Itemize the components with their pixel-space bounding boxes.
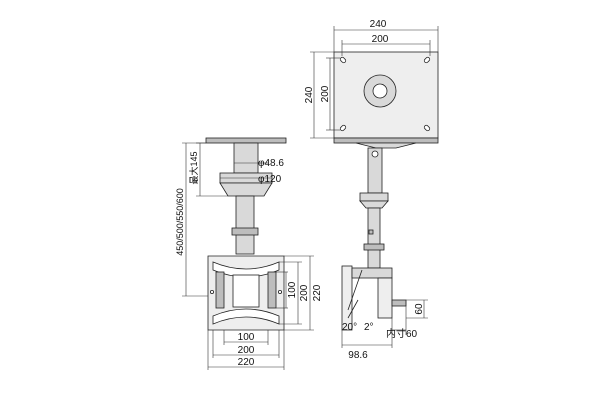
dim-bracket-height-small: 100 bbox=[287, 281, 298, 298]
dim-tilt-up: 20° bbox=[342, 322, 357, 333]
dim-collar-diameter: φ120 bbox=[258, 174, 282, 185]
dim-tilt-down: 2° bbox=[364, 322, 374, 333]
side-view-mount bbox=[333, 137, 439, 331]
dim-bracket-width-outer: 220 bbox=[238, 357, 255, 368]
dim-pole-diameter: φ48.6 bbox=[258, 158, 284, 169]
dim-depth: 98.6 bbox=[348, 350, 368, 361]
front-view-dimensions bbox=[182, 142, 314, 370]
dim-top-hole-width: 200 bbox=[372, 34, 389, 45]
dim-top-plate-height: 240 bbox=[304, 86, 315, 103]
dim-total-height: 450/500/550/600 bbox=[175, 188, 185, 256]
dim-bracket-width-inner: 200 bbox=[238, 345, 255, 356]
dim-bracket-height-outer: 220 bbox=[312, 284, 323, 301]
side-view-dimensions bbox=[341, 299, 428, 348]
dim-inner-60: 内寸60 bbox=[386, 327, 418, 340]
dim-top-hole-height: 200 bbox=[320, 85, 331, 102]
top-view-dimensions bbox=[310, 26, 439, 139]
dim-bracket-height-inner: 200 bbox=[299, 284, 310, 301]
dim-max-145: 最大145 bbox=[188, 151, 199, 184]
dim-side-60: 60 bbox=[414, 303, 425, 315]
top-view-plate bbox=[333, 51, 439, 139]
dim-top-plate-width: 240 bbox=[370, 19, 387, 30]
dim-bracket-width-small: 100 bbox=[238, 332, 255, 343]
